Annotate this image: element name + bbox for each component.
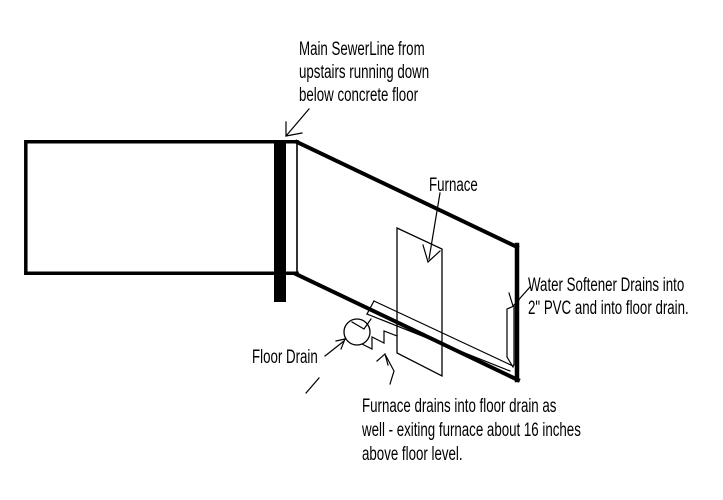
furnace-drain-trap xyxy=(361,330,398,350)
pipe-into-drain xyxy=(351,318,372,330)
floor-slab-top-edge xyxy=(294,139,520,250)
furnace-drain-note-arrow xyxy=(376,353,395,385)
main-sewer-line-pipe xyxy=(274,141,286,302)
furnace-drain-note: Furnace drains into floor drain as well … xyxy=(362,395,581,467)
sewer-note: Main SewerLine from upstairs running dow… xyxy=(299,38,429,107)
floor-drain-circle xyxy=(343,318,371,346)
floor-drain-label: Floor Drain xyxy=(252,347,318,368)
ink-layer xyxy=(24,108,531,394)
furnace-label: Furnace xyxy=(429,175,478,196)
water-softener-arrow xyxy=(508,286,531,307)
sewer-note-line3: below concrete floor xyxy=(299,85,419,106)
pvc-pipe xyxy=(506,305,515,369)
sewer-note-arrow xyxy=(285,108,310,137)
furnace-drain-note-line3: above floor level. xyxy=(362,444,463,465)
room-wall-rectangle xyxy=(24,140,299,276)
floor-slab-bottom-edge xyxy=(293,271,521,383)
floor-drain-arrow xyxy=(305,338,346,394)
water-softener-note-line1: Water Softener Drains into xyxy=(528,275,685,296)
furnace-outline xyxy=(396,226,443,378)
furnace-label-arrow xyxy=(422,192,441,263)
floor-run-pipe-bottom xyxy=(366,313,511,372)
sewer-note-line1: Main SewerLine from xyxy=(299,39,425,60)
sewer-note-line2: upstairs running down xyxy=(299,62,430,83)
water-softener-note-line2: 2" PVC and into floor drain. xyxy=(528,298,689,319)
floor-run-pipe-endcap xyxy=(366,300,375,315)
floor-run-pipe-top xyxy=(373,300,514,367)
furnace-drain-note-line2: well - exiting furnace about 16 inches xyxy=(362,420,581,441)
water-softener-note: Water Softener Drains into 2" PVC and in… xyxy=(528,274,689,320)
furnace-drain-note-line1: Furnace drains into floor drain as xyxy=(362,396,557,417)
